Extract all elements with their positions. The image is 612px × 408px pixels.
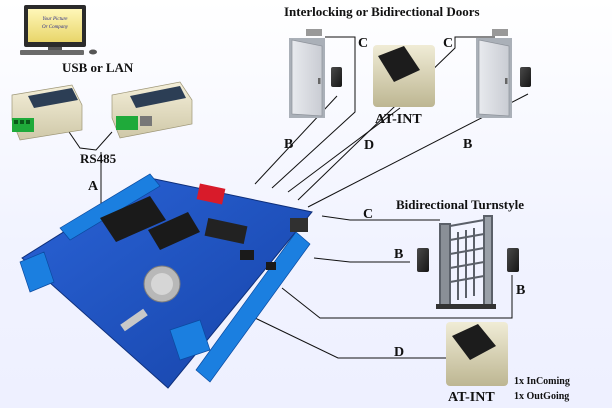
keyboard [20, 50, 84, 55]
at-int-bottom-device [446, 322, 508, 386]
heading-doors: Interlocking or Bidirectional Doors [284, 4, 480, 19]
component-2 [266, 262, 276, 270]
relay-2 [148, 212, 200, 250]
door-closer-right [492, 29, 508, 36]
label-d-top: D [364, 138, 374, 153]
controller-board [19, 173, 313, 389]
label-c-door-left: C [358, 36, 368, 51]
rj45-jack [290, 218, 308, 232]
line-c-door-left [271, 36, 356, 189]
mouse [89, 49, 97, 55]
microcontroller-chip [204, 218, 248, 244]
door-left [289, 29, 342, 118]
label-b-turn-left: B [394, 247, 403, 262]
relay-1 [100, 196, 166, 242]
label-c-door-right: C [443, 36, 453, 51]
label-d-bottom: D [394, 345, 404, 360]
line-b-turn-left [313, 257, 410, 263]
terminal-block-bottom [169, 319, 211, 361]
heading-turnstile: Bidirectional Turnstyle [396, 197, 524, 212]
label-b-turn-right: B [516, 283, 525, 298]
monitor-screen-text-1: Your Picture [42, 17, 68, 22]
component-1 [240, 250, 254, 260]
note-outgoing: 1x OutGoing [514, 391, 570, 402]
converter-left [11, 84, 83, 141]
converter-right [111, 81, 193, 139]
door-closer-left [306, 29, 322, 36]
label-a: A [88, 179, 99, 194]
computer-monitor: Your Picture Or Company [20, 5, 97, 55]
label-b-door-right: B [463, 137, 472, 152]
door-right [476, 29, 531, 118]
line-d-top [287, 107, 401, 193]
red-connector [196, 183, 226, 205]
terminal-block-right [195, 231, 311, 383]
terminal-block-top [59, 173, 161, 241]
line-c-turn [321, 215, 440, 221]
connection-lines [66, 36, 529, 359]
line-rs485-link [66, 128, 113, 151]
reader-door-right [520, 67, 531, 87]
label-at-int-top: AT-INT [375, 112, 422, 127]
label-b-door-left: B [284, 137, 293, 152]
at-int-top-device [373, 45, 435, 107]
monitor-screen-text-2: Or Company [42, 25, 69, 30]
line-c-door-right [297, 36, 495, 201]
reader-turnstile-right [507, 248, 519, 272]
label-usb-lan: USB or LAN [62, 60, 134, 75]
line-d-bottom [254, 317, 450, 359]
label-c-turn: C [363, 207, 373, 222]
note-incoming: 1x InComing [514, 376, 570, 387]
reader-turnstile-left [417, 248, 429, 272]
label-at-int-bottom: AT-INT [448, 390, 495, 405]
terminal-block-left [19, 251, 55, 293]
fuse [120, 308, 148, 332]
line-b-turn-right [281, 275, 513, 319]
turnstile [436, 215, 496, 309]
label-rs485: RS485 [80, 151, 117, 166]
reader-door-left [331, 67, 342, 87]
